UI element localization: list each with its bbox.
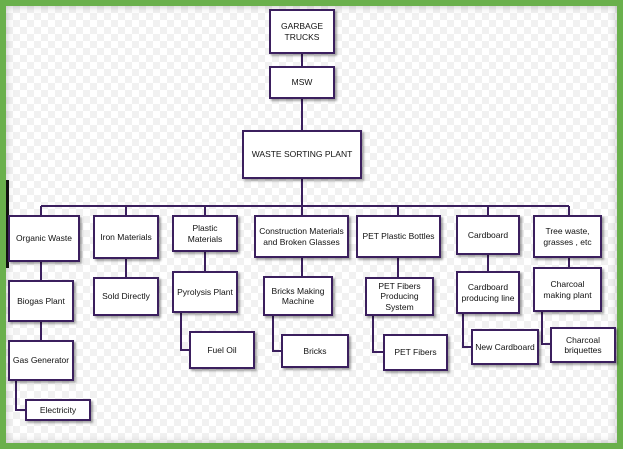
charcoal-briquettes-box: Charcoal briquettes <box>550 327 616 363</box>
gas-generator-box: Gas Generator <box>8 340 74 381</box>
garbage-trucks-box: GARBAGE TRUCKS <box>269 9 335 54</box>
charcoal-making-plant-box: Charcoal making plant <box>533 267 602 312</box>
connector-gas-electricity <box>15 381 25 411</box>
fuel-oil-box: Fuel Oil <box>189 331 255 369</box>
msw-box: MSW <box>269 66 335 99</box>
connector-bricksmachine-bricks <box>272 316 281 352</box>
connector-line-newcardboard <box>462 314 471 348</box>
pet-plastic-bottles-box: PET Plastic Bottles <box>356 215 441 258</box>
plastic-materials-box: Plastic Materials <box>172 215 238 252</box>
left-edge-mark <box>6 180 9 268</box>
cardboard-producing-line-box: Cardboard producing line <box>456 271 520 314</box>
pet-fibers-box: PET Fibers <box>383 334 448 371</box>
connector-system-fibers <box>372 316 383 353</box>
biogas-plant-box: Biogas Plant <box>8 280 74 322</box>
new-cardboard-box: New Cardboard <box>471 329 539 365</box>
iron-materials-box: Iron Materials <box>93 215 159 259</box>
connector-pyrolysis-fuel <box>180 313 189 351</box>
organic-waste-box: Organic Waste <box>8 215 80 262</box>
pyrolysis-plant-box: Pyrolysis Plant <box>172 271 238 313</box>
electricity-box: Electricity <box>25 399 91 421</box>
construction-materials-box: Construction Materials and Broken Glasse… <box>254 215 349 258</box>
bricks-box: Bricks <box>281 334 349 368</box>
bricks-making-machine-box: Bricks Making Machine <box>263 276 333 316</box>
waste-sorting-plant-box: WASTE SORTING PLANT <box>242 130 362 179</box>
tree-waste-box: Tree waste, grasses , etc <box>533 215 602 258</box>
sold-directly-box: Sold Directly <box>93 277 159 316</box>
pet-fibers-producing-system-box: PET Fibers Producing System <box>365 277 434 316</box>
cardboard-box: Cardboard <box>456 215 520 255</box>
connector-charcoal-briquettes <box>541 312 550 345</box>
